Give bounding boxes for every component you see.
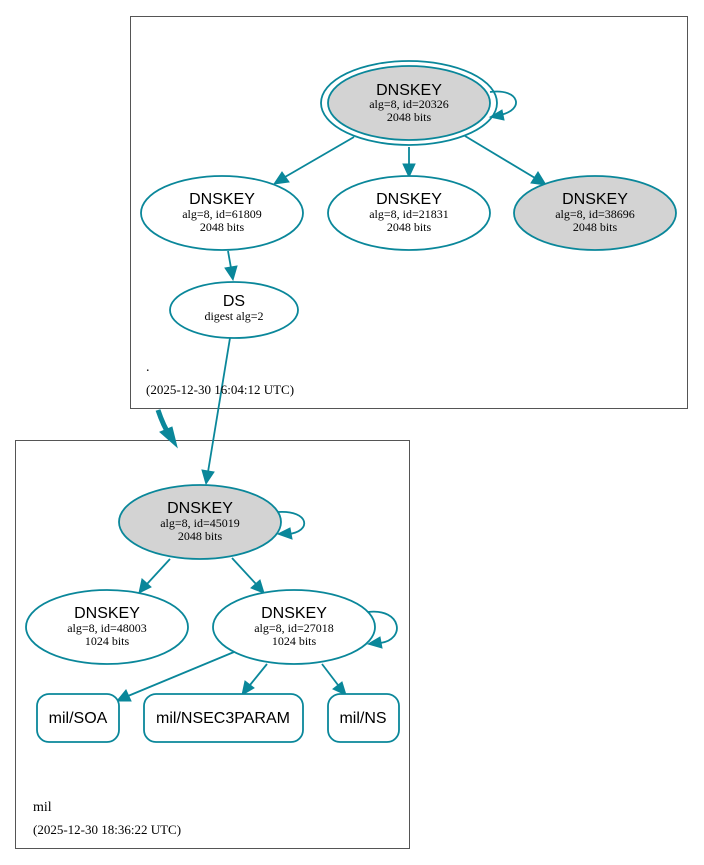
root-ds-node: DS digest alg=2 [169,281,299,339]
root-key-61809-alg: alg=8, id=61809 [182,207,262,221]
root-ksk-title: DNSKEY [376,82,442,99]
mil-key-48003-ellipse [25,589,189,665]
root-ksk-node: DNSKEY alg=8, id=20326 2048 bits [320,60,498,146]
root-ksk-bits: 2048 bits [387,110,432,124]
root-key-61809-title: DNSKEY [189,191,255,208]
delegation-arrowhead [159,426,178,449]
mil-nsec3param-label: mil/NSEC3PARAM [156,710,290,727]
root-key-38696-alg: alg=8, id=38696 [555,207,635,221]
mil-ksk-ellipse [118,484,282,560]
root-key-61809-bits: 2048 bits [200,220,245,234]
mil-ksk-node: DNSKEY alg=8, id=45019 2048 bits [118,484,282,560]
edge-mil-ksk-27018 [231,557,257,585]
root-ds-title: DS [223,293,245,310]
mil-key-27018-title: DNSKEY [261,605,327,622]
root-ksk-ellipse [327,65,491,141]
arrowhead [402,163,416,179]
mil-nsec3param-node: mil/NSEC3PARAM [143,693,304,743]
root-key-38696-ellipse [513,175,677,251]
edge-ds-mil-ksk [207,337,231,473]
mil-ns-label: mil/NS [339,710,386,727]
mil-ns-box [327,693,400,743]
arrowhead [201,469,215,486]
root-ds-digest: digest alg=2 [204,309,263,323]
arrowhead [276,527,293,540]
edge-root-ksk-61809 [284,136,355,178]
arrowhead [366,636,383,649]
root-zone-name: . [146,360,150,375]
mil-zone-name: mil [33,800,52,815]
arrowhead [488,109,505,121]
root-key-38696-title: DNSKEY [562,191,628,208]
mil-key-48003-node: DNSKEY alg=8, id=48003 1024 bits [25,589,189,665]
edge-mil-ksk-self [277,511,306,535]
root-key-21831-title: DNSKEY [376,191,442,208]
edge-root-ksk-38696 [464,135,536,179]
edge-mil-27018-ns [321,663,339,686]
mil-ksk-bits: 2048 bits [178,529,223,543]
mil-key-48003-title: DNSKEY [74,605,140,622]
root-key-21831-bits: 2048 bits [387,220,432,234]
root-key-38696-bits: 2048 bits [573,220,618,234]
arrowhead [138,578,152,594]
mil-key-27018-ellipse [212,589,376,665]
mil-nsec3param-box [143,693,304,743]
edge-root-61809-ds [227,250,232,269]
root-edges [201,90,547,486]
arrowhead [530,171,547,186]
edge-root-ksk-self [489,90,517,116]
arrowhead [115,689,132,702]
edge-mil-27018-self [367,610,398,644]
mil-key-27018-node: DNSKEY alg=8, id=27018 1024 bits [212,589,376,665]
root-ds-ellipse [169,281,299,339]
root-key-21831-ellipse [327,175,491,251]
arrowhead [272,171,290,185]
mil-soa-node: mil/SOA [36,693,120,743]
root-key-21831-alg: alg=8, id=21831 [369,207,449,221]
mil-soa-box [36,693,120,743]
edge-mil-27018-nsec3param [249,663,268,686]
mil-ns-node: mil/NS [327,693,400,743]
root-key-61809-node: DNSKEY alg=8, id=61809 2048 bits [140,175,304,251]
root-key-38696-node: DNSKEY alg=8, id=38696 2048 bits [513,175,677,251]
mil-soa-label: mil/SOA [49,710,108,727]
root-ksk-alg: alg=8, id=20326 [369,97,449,111]
mil-key-27018-alg: alg=8, id=27018 [254,621,334,635]
root-zone-timestamp: (2025-12-30 16:04:12 UTC) [146,382,294,397]
root-ksk-outer-ring [320,60,498,146]
mil-ksk-title: DNSKEY [167,500,233,517]
root-key-61809-ellipse [140,175,304,251]
mil-key-27018-bits: 1024 bits [272,634,317,648]
mil-key-48003-alg: alg=8, id=48003 [67,621,147,635]
mil-edges [115,511,398,702]
arrowhead [250,579,265,594]
root-key-21831-node: DNSKEY alg=8, id=21831 2048 bits [327,175,491,251]
arrowhead [241,680,255,697]
edge-mil-ksk-48003 [146,558,171,585]
arrowhead [332,681,347,696]
mil-key-48003-bits: 1024 bits [85,634,130,648]
arrowhead [224,265,238,282]
edge-mil-27018-soa [127,651,235,697]
mil-zone-timestamp: (2025-12-30 18:36:22 UTC) [33,822,181,837]
mil-ksk-alg: alg=8, id=45019 [160,516,240,530]
